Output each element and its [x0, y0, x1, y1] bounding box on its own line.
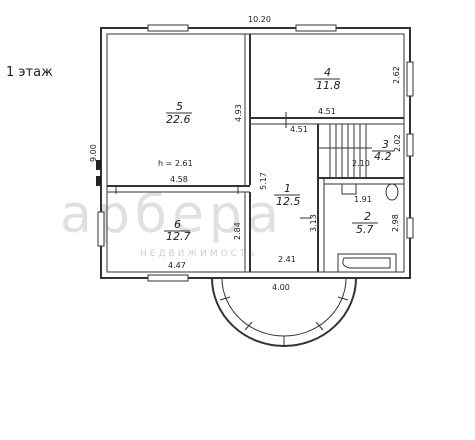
room-area: 22.6: [166, 113, 191, 126]
bathroom-fixtures: [337, 183, 399, 273]
room6-width-label: 4.47: [168, 261, 186, 270]
room6-height-label: 2.84: [233, 222, 242, 240]
bathtub: [337, 253, 397, 273]
stair-height-label: 2.02: [393, 134, 402, 152]
windows: [97, 24, 414, 282]
room-2: 2 5.7: [352, 210, 378, 236]
staircase: [318, 124, 372, 178]
room5-width-label: 4.58: [170, 175, 188, 184]
corridor-width-label: 4.51: [290, 125, 308, 134]
watermark-tagline: НЕДВИЖИМОСТЬ: [140, 249, 258, 259]
room-number: 4: [324, 66, 331, 79]
room-area: 11.8: [316, 79, 341, 92]
bay-width-label: 4.00: [272, 283, 290, 292]
outer-wall-inner-line: [106, 33, 405, 273]
room-number: 6: [174, 218, 181, 231]
watermark: арбера НЕДВИЖИМОСТЬ: [60, 185, 284, 259]
room-4: 4 11.8: [314, 66, 341, 92]
room-number: 3: [382, 138, 389, 151]
door-marks: [115, 112, 312, 219]
interior-walls: [107, 34, 404, 272]
sink: [341, 183, 357, 195]
room-area: 4.2: [374, 150, 392, 163]
corridor-height-label: 5.17: [259, 172, 268, 190]
room-area: 12.5: [276, 195, 301, 208]
hall-width-label: 2.41: [278, 255, 296, 264]
overall-width-label: 10.20: [248, 15, 271, 24]
room-number: 1: [284, 182, 291, 195]
room-3: 3 4.2: [372, 138, 394, 163]
stair-width-label: 2.10: [352, 159, 370, 168]
bath-height-label: 2.98: [391, 214, 400, 232]
room5-height-label: 4.93: [234, 104, 243, 122]
room-area: 5.7: [356, 223, 374, 236]
watermark-brand: арбера: [60, 185, 284, 245]
toilet: [385, 183, 399, 201]
room4-height-label: 2.62: [392, 66, 401, 84]
floor-label: 1 этаж: [6, 65, 53, 80]
bay-window: [211, 277, 357, 347]
hall-height-label: 3.13: [309, 214, 318, 232]
room-area: 12.7: [166, 230, 191, 243]
room-6: 6 12.7: [164, 218, 191, 243]
room-1: 1 12.5: [274, 182, 301, 208]
entrance-marker: [96, 160, 101, 186]
ceiling-height-label: h = 2.61: [158, 159, 193, 168]
room-5: 5 22.6: [166, 100, 192, 126]
bath-width-label: 1.91: [354, 195, 372, 204]
room-number: 2: [364, 210, 371, 223]
room-number: 5: [176, 100, 183, 113]
room4-width-label: 4.51: [318, 107, 336, 116]
overall-height-label: 9.00: [89, 144, 98, 162]
